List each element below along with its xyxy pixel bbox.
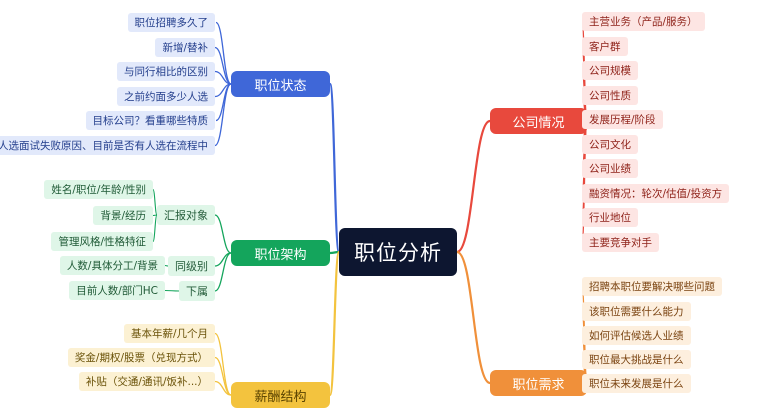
report-link-1 (152, 188, 158, 216)
structure-leaf-report-2[interactable]: 背景/经历 (93, 206, 153, 225)
salary-leaf-2[interactable]: 奖金/期权/股票（兑现方式） (67, 348, 215, 367)
structure-leaf-subs-1[interactable]: 目前人数/部门HC (69, 281, 165, 300)
status-leaf-4[interactable]: 之前约面多少人选 (117, 87, 215, 106)
subs-link-1 (164, 289, 180, 292)
branch-position-needs[interactable]: 职位需求 (490, 370, 587, 396)
salary-leaf-3[interactable]: 补贴（交通/通讯/饭补...） (78, 372, 215, 391)
branch-company-info[interactable]: 公司情况 (490, 108, 587, 134)
needs-leaf-2[interactable]: 该职位需要什么能力 (582, 302, 691, 321)
structure-leaf-report-3[interactable]: 管理风格/性格特征 (51, 232, 153, 251)
needs-leaf-3[interactable]: 如何评估候选人业绩 (582, 326, 691, 345)
salary-link-1 (214, 332, 232, 396)
company-leaf-7[interactable]: 公司业绩 (582, 159, 638, 178)
structure-leaf-report-1[interactable]: 姓名/职位/年龄/性别 (44, 180, 153, 199)
status-link-1 (215, 21, 232, 85)
status-leaf-3[interactable]: 与同行相比的区别 (117, 62, 215, 81)
structure-group-report-to[interactable]: 汇报对象 (157, 205, 215, 225)
peers-link-1 (164, 264, 169, 267)
company-leaf-4[interactable]: 公司性质 (582, 86, 638, 105)
status-link-2 (214, 46, 232, 85)
salary-link-2 (214, 356, 232, 396)
branch-position-status[interactable]: 职位状态 (231, 71, 330, 97)
link-branch-company-info (456, 119, 491, 254)
status-leaf-5[interactable]: 目标公司？看重哪些特质 (85, 111, 215, 130)
company-leaf-3[interactable]: 公司规模 (582, 61, 638, 80)
status-leaf-1[interactable]: 职位招聘多久了 (127, 13, 215, 32)
link-branch-position-status (328, 82, 341, 254)
status-link-6 (214, 83, 232, 147)
company-leaf-8[interactable]: 融资情况：轮次/估值/投资方 (582, 184, 730, 203)
report-link-3 (152, 214, 158, 243)
company-leaf-10[interactable]: 主要竞争对手 (582, 233, 659, 252)
structure-group-peers[interactable]: 同级别 (168, 256, 215, 276)
branch-salary-structure[interactable]: 薪酬结构 (231, 382, 330, 408)
link-branch-position-needs (456, 250, 491, 385)
structure-group-subordinates[interactable]: 下属 (179, 281, 215, 301)
company-leaf-2[interactable]: 客户群 (582, 37, 628, 56)
branch-position-structure[interactable]: 职位架构 (231, 240, 330, 266)
salary-link-3 (214, 380, 232, 396)
company-leaf-5[interactable]: 发展历程/阶段 (582, 110, 663, 129)
status-leaf-6[interactable]: 人选面试失败原因、目前是否有人选在流程中 (0, 136, 215, 155)
central-topic[interactable]: 职位分析 (339, 228, 457, 276)
company-leaf-6[interactable]: 公司文化 (582, 135, 638, 154)
needs-leaf-5[interactable]: 职位未来发展是什么 (582, 374, 691, 393)
salary-leaf-1[interactable]: 基本年薪/几个月 (123, 324, 215, 343)
link-branch-salary-structure (328, 250, 341, 397)
structure-link-3 (214, 252, 232, 292)
needs-leaf-4[interactable]: 职位最大挑战是什么 (582, 350, 691, 369)
needs-leaf-1[interactable]: 招聘本职位要解决哪些问题 (582, 277, 722, 296)
company-leaf-1[interactable]: 主营业务（产品/服务） (582, 12, 705, 31)
structure-link-1 (214, 214, 232, 254)
status-leaf-2[interactable]: 新增/替补 (155, 38, 215, 57)
structure-leaf-peers-1[interactable]: 人数/具体分工/背景 (59, 256, 165, 275)
company-leaf-9[interactable]: 行业地位 (582, 208, 638, 227)
